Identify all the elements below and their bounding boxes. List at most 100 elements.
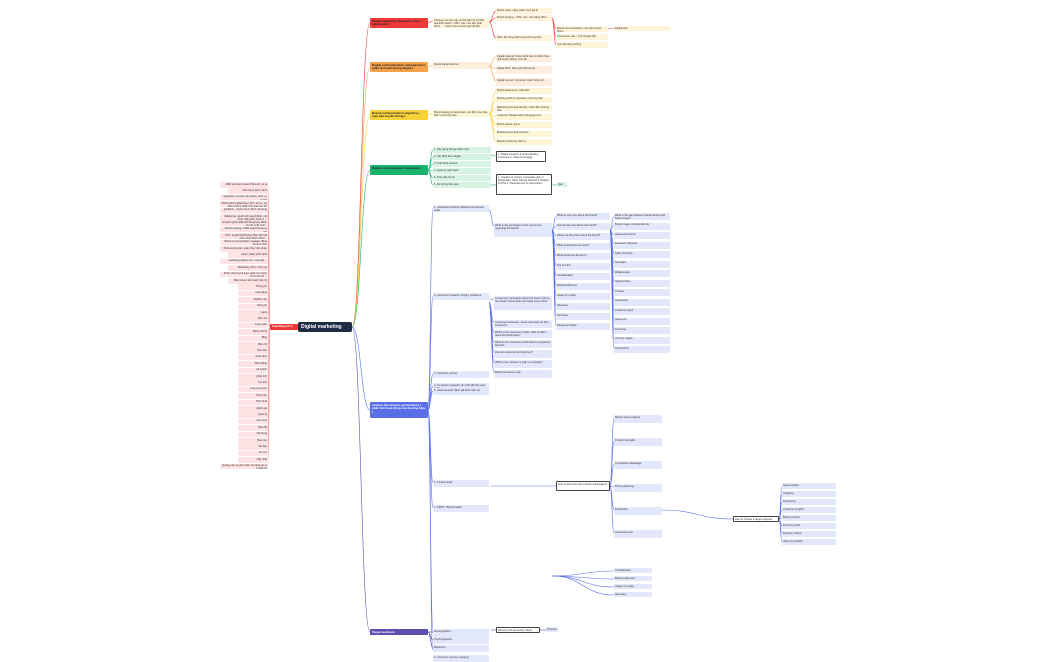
left-item[interactable]: kiểm tra [238, 316, 268, 322]
analyze-farR-3[interactable]: Customer insights [782, 507, 836, 513]
analyze-mid-5[interactable]: How do customers find and buy? [494, 350, 552, 358]
sub-3-4[interactable]: 5. Theo dõi chỉ số [433, 175, 491, 181]
analyze-far-13[interactable]: Journey stages [614, 336, 670, 344]
left-item[interactable]: Lịch trình [238, 418, 268, 425]
leaf-1-1[interactable]: Digital KPIs: đánh giá chất lượng ... [496, 66, 552, 74]
audience-tag[interactable]: Persona [546, 627, 558, 632]
analyze-right-2[interactable]: Where do they hear about the brand? [556, 233, 610, 240]
left-item[interactable]: thông tin [238, 303, 268, 310]
analyze-far-12[interactable]: Personas [614, 327, 670, 334]
left-item[interactable]: Operation: chuyển sản phẩm, dịch vụ, vỹ … [220, 194, 268, 201]
left-item[interactable]: Performance Marketing: đơn, tối ưu, sự t… [220, 201, 268, 207]
leaf-0-2[interactable]: SEO: để nâng chất lượng thương hiệu [496, 35, 552, 41]
leaf-2-2[interactable]: Marketing & brand identity: nhận diện th… [496, 105, 552, 111]
analyze-farR-2[interactable]: Positioning [782, 499, 836, 505]
analyze-mid-1[interactable]: Consumers' perception about the brand: w… [494, 296, 552, 310]
left-item[interactable]: Thông-tin [238, 284, 268, 290]
framework-box-2[interactable]: 1. Creative & content, Campaign plan 2. … [496, 174, 552, 195]
left-item[interactable]: Triển khai [238, 399, 268, 406]
analyze-mid-2[interactable]: Consumer behaviour: where and when do th… [494, 320, 552, 328]
analyze-bottom-3[interactable]: Advocacy [614, 592, 652, 597]
analyze-bottom-1[interactable]: Brand preference [614, 576, 652, 581]
left-item[interactable]: Quảng cáo và giá trị liên hệ sáng tạo vị… [220, 463, 268, 470]
sub-5-2[interactable]: Behaviour [433, 645, 489, 652]
sub-5-0[interactable]: Demographics [433, 629, 489, 636]
sub-4-2[interactable]: 3. Customer journey [433, 371, 489, 378]
analyze-farR-1[interactable]: Targeting [782, 491, 836, 497]
analyze-farR-7[interactable]: Value proposition [782, 539, 836, 545]
analyze-far2-3[interactable]: Price positioning [614, 484, 662, 492]
branch-1[interactable]: Digital communication management ( quản … [370, 62, 428, 72]
sub-0-0[interactable]: Khoảng mục tiêu này có thể hiển thị với … [433, 18, 489, 28]
analyze-far-6[interactable]: Weaknesses [614, 270, 670, 277]
left-item[interactable]: ABM (account based Planner): có ai [220, 182, 268, 188]
sub-2-0[interactable]: Brand strategy & objectives: xác định mụ… [433, 110, 489, 117]
analyze-far-14[interactable]: Touchpoints [614, 346, 670, 353]
left-item[interactable]: hoạt động [238, 290, 268, 297]
left-item[interactable]: Marketing nhóm: hiệu lực [228, 265, 268, 271]
left-header[interactable]: hoạt động tốt ở [270, 324, 298, 330]
branch-3[interactable]: Digital communication framework [370, 165, 428, 175]
sub-4-5[interactable]: 6. Content audit [433, 480, 489, 487]
left-item[interactable]: Growth nghĩa: Đặt KPI/ Business Mkts: có… [220, 220, 268, 226]
analyze-far2-5[interactable]: Consumer trust [614, 530, 662, 538]
sub-4-6[interactable]: 7. SWOT / Brand health [433, 505, 489, 512]
analyze-far-4[interactable]: Sales channels [614, 251, 670, 258]
leaf-0-0[interactable]: Brand value: nâng chiến lược giá trị [496, 8, 552, 14]
framework-tag[interactable]: plan [557, 182, 567, 187]
analyze-right-6[interactable]: Consideration [556, 273, 610, 280]
sub-3-1[interactable]: 2. Xác định kênh digital [433, 154, 491, 160]
analyze-bottom-2[interactable]: Usage & Loyalty [614, 584, 652, 589]
analyze-mid-7[interactable]: Brand perception map [494, 370, 552, 378]
analyze-right-3[interactable]: What touchpoints are used? [556, 243, 610, 250]
left-item[interactable]: ngoài [238, 310, 268, 316]
analyze-right-0[interactable]: What do they say about the brand? [556, 213, 610, 220]
analyze-right-10[interactable]: Purchase [556, 313, 610, 320]
analyze-far2-1[interactable]: Product strengths [614, 438, 662, 446]
sub-4-8[interactable]: 9. Customer Journey mapping [433, 655, 489, 662]
analyze-mid-0[interactable]: What is the perception of the consumers … [494, 223, 552, 237]
leaf-2-0[interactable]: Brand awareness: nhận biết [496, 88, 552, 94]
left-item[interactable]: hành động [238, 361, 268, 367]
left-item[interactable]: kế hoạch [238, 367, 268, 374]
left-item[interactable]: Nghiên cứu [238, 297, 268, 303]
sub-3-2[interactable]: 3. Triển khai content [433, 161, 491, 167]
analyze-right-9[interactable]: Advocacy [556, 303, 610, 310]
analyze-mid-6[interactable]: What is the customer's path to purchase? [494, 360, 552, 368]
left-item[interactable]: Listen: phân phối/ phối [228, 252, 268, 258]
analyze-far-3[interactable]: Research channels [614, 241, 670, 249]
left-item[interactable]: Bài viết [238, 425, 268, 431]
left-item[interactable]: Cập nhật [238, 457, 268, 463]
analyze-farR-4[interactable]: Brand promise [782, 515, 836, 521]
analyze-farR-6[interactable]: Decision criteria [782, 531, 836, 537]
analyze-far-1[interactable]: Brand image vs brand identity [614, 222, 670, 230]
left-item[interactable]: Tổng hợp [238, 393, 268, 399]
left-item[interactable]: bán hàng: kênh nào? [228, 188, 268, 194]
analyze-far-9[interactable]: Conclusion [614, 298, 670, 306]
left-item[interactable]: Báo cáo [238, 438, 268, 444]
analyze-far-10[interactable]: Customer types [614, 308, 670, 315]
root-node[interactable]: Digital marketing [298, 322, 352, 332]
sub-1-0[interactable]: Social digital channel [433, 62, 489, 69]
left-item[interactable]: Quản lý [238, 412, 268, 418]
analyze-far2-0[interactable]: Market share analysis [614, 415, 662, 423]
sub-4-1[interactable]: 2. Consumer research: insight, behaviour [433, 293, 489, 300]
left-item[interactable]: Lên lịch [238, 380, 268, 386]
branch-0[interactable]: Digital marketing objectives ( mục tiêu … [370, 18, 428, 28]
branch-2[interactable]: Brand communication objective ( mục tiêu… [370, 110, 428, 120]
left-item[interactable]: Brand communication manager đồng thương … [220, 239, 268, 246]
analyze-box[interactable]: How to determine the brand's advantages? [556, 481, 610, 491]
left-item[interactable]: marketing object/ trực / trao đổi ... [220, 258, 268, 265]
framework-box-1[interactable]: 1. Digital research & understanding cons… [496, 151, 546, 162]
left-item[interactable]: Brand training: CAM/ Lead Nurturing Tất [220, 226, 268, 233]
sub-3-0[interactable]: 1. Xây dựng khung chiến lược [433, 147, 491, 153]
left-item[interactable]: Blog [238, 335, 268, 342]
deep-0-0[interactable]: Brand communication: mục tiêu truyền thô… [556, 26, 608, 32]
analyze-right-11[interactable]: Repeat purchase [556, 323, 610, 330]
leaf-0-1[interactable]: Brand strategy - KPIs: trực, bán bằng KP… [496, 15, 552, 21]
analyze-far2-2[interactable]: Competitive advantage [614, 461, 662, 469]
analyze-far-7[interactable]: Opportunities [614, 279, 670, 287]
analyze-right-5[interactable]: Top of mind [556, 263, 610, 270]
analyze-bottom-0[interactable]: Consideration [614, 568, 652, 573]
